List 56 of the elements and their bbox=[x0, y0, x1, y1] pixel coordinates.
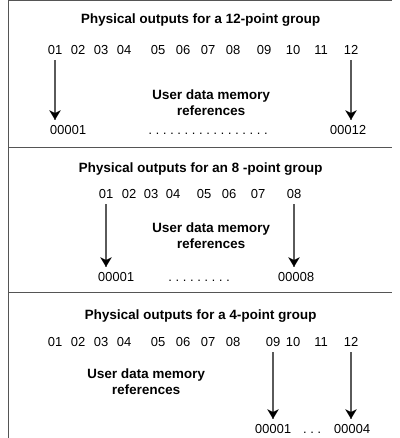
point-number: 00001 bbox=[50, 122, 86, 137]
group-panel bbox=[8, 0, 392, 147]
point-number: 07 bbox=[200, 334, 216, 349]
point-number: 00004 bbox=[334, 421, 370, 436]
point-number: 04 bbox=[116, 334, 132, 349]
point-number: 03 bbox=[94, 334, 108, 349]
point-number: . . . . . . . . . bbox=[168, 269, 230, 284]
point-number: 01 bbox=[48, 42, 62, 57]
memory-reference-caption: User data memory references bbox=[151, 87, 271, 119]
point-number: 05 bbox=[150, 42, 166, 57]
memory-reference-caption: User data memory references bbox=[86, 366, 206, 398]
point-number: 12 bbox=[344, 334, 358, 349]
point-number: 06 bbox=[176, 42, 190, 57]
point-number: 07 bbox=[250, 186, 266, 201]
arrow bbox=[267, 352, 279, 419]
point-number: 09 bbox=[266, 334, 280, 349]
panel-heading: Physical outputs for a 12-point group bbox=[80, 11, 320, 26]
point-number: 11 bbox=[314, 334, 328, 349]
point-number: 00001 bbox=[254, 421, 292, 436]
point-number: 00001 bbox=[98, 269, 134, 284]
point-number: 04 bbox=[116, 42, 132, 57]
point-number: 12 bbox=[344, 42, 358, 57]
point-number: 01 bbox=[48, 334, 62, 349]
memory-reference-caption: User data memory references bbox=[151, 220, 271, 252]
arrow bbox=[345, 352, 357, 419]
point-number: 03 bbox=[144, 186, 158, 201]
point-number: 00008 bbox=[278, 269, 314, 284]
point-number: 08 bbox=[226, 334, 240, 349]
point-number: 07 bbox=[200, 42, 216, 57]
panel-heading: Physical outputs for an 8 -point group bbox=[78, 160, 322, 175]
point-number: 08 bbox=[286, 186, 302, 201]
point-number: 11 bbox=[314, 42, 328, 57]
point-number: 05 bbox=[150, 334, 166, 349]
point-number: 01 bbox=[98, 186, 114, 201]
arrow bbox=[100, 204, 112, 267]
point-number: 02 bbox=[70, 334, 86, 349]
point-number: 05 bbox=[196, 186, 212, 201]
group-panel bbox=[8, 147, 392, 293]
group-panel bbox=[8, 292, 392, 438]
point-number: 02 bbox=[70, 42, 86, 57]
point-number: 10 bbox=[286, 42, 300, 57]
point-number: 02 bbox=[122, 186, 136, 201]
point-number: 08 bbox=[226, 42, 240, 57]
point-number: 10 bbox=[286, 334, 300, 349]
point-number: 06 bbox=[222, 186, 236, 201]
arrow bbox=[288, 204, 300, 267]
arrow bbox=[345, 60, 357, 120]
point-number: 04 bbox=[166, 186, 180, 201]
point-number: 00012 bbox=[330, 122, 366, 137]
arrow bbox=[49, 60, 61, 120]
point-number: 03 bbox=[94, 42, 108, 57]
panel-heading: Physical outputs for a 4-point group bbox=[84, 307, 316, 322]
point-number: 09 bbox=[256, 42, 272, 57]
point-number: . . . bbox=[302, 421, 322, 436]
point-number: 06 bbox=[176, 334, 190, 349]
point-number: . . . . . . . . . . . . . . . . . bbox=[148, 122, 268, 137]
